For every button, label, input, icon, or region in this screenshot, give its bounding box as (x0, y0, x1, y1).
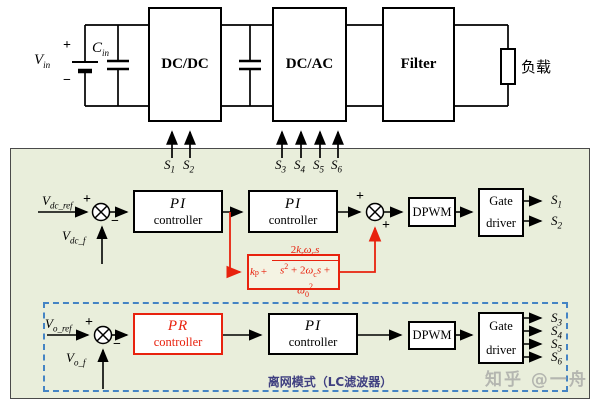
gate-driver-2-block: Gate driver (478, 312, 524, 364)
pi3-subtitle: controller (288, 335, 338, 349)
vin-label: Vin (34, 52, 51, 70)
sum2-plus-bottom-sign: + (382, 218, 390, 233)
switch-label-s3: S3 (275, 157, 286, 175)
output-label-s1: S1 (551, 192, 562, 210)
pi2-subtitle: controller (268, 212, 318, 227)
battery-symbol-icon (72, 61, 98, 74)
vin-plus-sign: + (63, 38, 71, 53)
pr-title: PR (167, 318, 189, 334)
dcdc-converter-block: DC/DC (148, 7, 222, 122)
dpwm-1-block: DPWM (408, 197, 456, 227)
offgrid-dashed-box (43, 302, 568, 392)
pi2-title: PI (284, 195, 302, 212)
vdc-ref-label: Vdc_ref (42, 193, 73, 211)
dpwm2-label: DPWM (412, 328, 452, 342)
switch-label-s4: S4 (294, 157, 305, 175)
output-label-s4: S4 (551, 323, 562, 341)
output-label-s5: S5 (551, 336, 562, 354)
output-label-s2: S2 (551, 213, 562, 231)
pi-controller-3-block: PI controller (268, 313, 358, 355)
output-label-s6: S6 (551, 349, 562, 367)
sum1-minus-sign: − (111, 214, 119, 229)
switch-label-s6: S6 (331, 157, 342, 175)
vin-minus-sign: − (63, 73, 71, 88)
pr-formula-fraction: 2krωcs s2 + 2ωcs + ω02 (272, 244, 338, 301)
filter-block: Filter (382, 7, 455, 122)
offgrid-mode-label: 离网模式（LC滤波器） (267, 375, 393, 389)
gate2-line1: Gate (489, 318, 513, 333)
sum1-plus-sign: + (83, 192, 91, 207)
vo-fb-label: Vo_f (66, 350, 86, 368)
load-label: 负载 (521, 58, 552, 76)
switch-label-s5: S5 (313, 157, 324, 175)
output-label-s3: S3 (551, 310, 562, 328)
gate1-line2: driver (486, 216, 516, 231)
vo-ref-label: Vo_ref (45, 316, 72, 334)
vdc-fb-label: Vdc_f (62, 228, 86, 246)
cin-capacitor-icon (107, 59, 129, 71)
switch-label-s1: S1 (164, 157, 175, 175)
dpwm-2-block: DPWM (408, 321, 456, 350)
gate-driver-1-block: Gate driver (478, 188, 524, 237)
dcac-label: DC/AC (285, 56, 334, 72)
pi1-title: PI (169, 195, 187, 212)
sum3-plus-sign: + (85, 315, 93, 330)
pr-subtitle: controller (153, 335, 203, 349)
sum3-minus-sign: − (113, 337, 121, 352)
sum2-plus-top-sign: + (356, 189, 364, 204)
dcac-converter-block: DC/AC (272, 7, 347, 122)
gate1-line1: Gate (489, 193, 513, 208)
pi1-subtitle: controller (153, 212, 203, 227)
pi-controller-1-block: PI controller (133, 190, 223, 233)
switch-label-s2: S2 (183, 157, 194, 175)
dpwm1-label: DPWM (412, 204, 452, 219)
pr-controller-block: PR controller (133, 313, 223, 355)
pi3-title: PI (304, 318, 322, 334)
filter-label: Filter (400, 56, 437, 72)
cin-label: Cin (92, 40, 110, 58)
gate2-line2: driver (486, 342, 516, 357)
dclink-capacitor-icon (239, 59, 261, 71)
watermark: 知乎 @一舟 (485, 370, 588, 390)
load-resistor-icon (500, 48, 516, 85)
pi-controller-2-block: PI controller (248, 190, 338, 233)
dcdc-label: DC/DC (161, 56, 209, 72)
